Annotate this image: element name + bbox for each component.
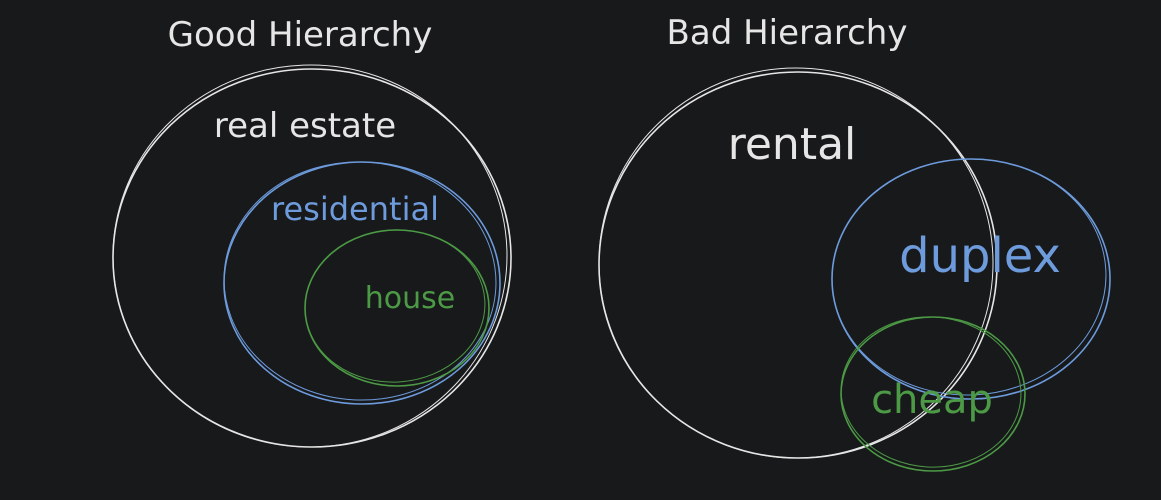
real-estate-circle bbox=[112, 64, 512, 448]
rental-circle bbox=[598, 67, 998, 459]
real-estate-label: real estate bbox=[214, 106, 396, 146]
cheap-circle bbox=[840, 316, 1026, 472]
duplex-circle bbox=[831, 158, 1111, 400]
house-circle bbox=[304, 229, 490, 387]
duplex-label: duplex bbox=[899, 228, 1061, 284]
cheap-label: cheap bbox=[871, 377, 993, 423]
bad-hierarchy-title: Bad Hierarchy bbox=[667, 13, 908, 53]
good-hierarchy-panel: Good Hierarchy real estate residential h… bbox=[112, 15, 512, 448]
house-label: house bbox=[365, 281, 455, 316]
residential-label: residential bbox=[271, 190, 439, 228]
residential-circle bbox=[223, 161, 501, 405]
rental-label: rental bbox=[728, 119, 857, 170]
good-hierarchy-title: Good Hierarchy bbox=[168, 15, 433, 55]
bad-hierarchy-panel: Bad Hierarchy rental duplex cheap bbox=[598, 13, 1111, 472]
